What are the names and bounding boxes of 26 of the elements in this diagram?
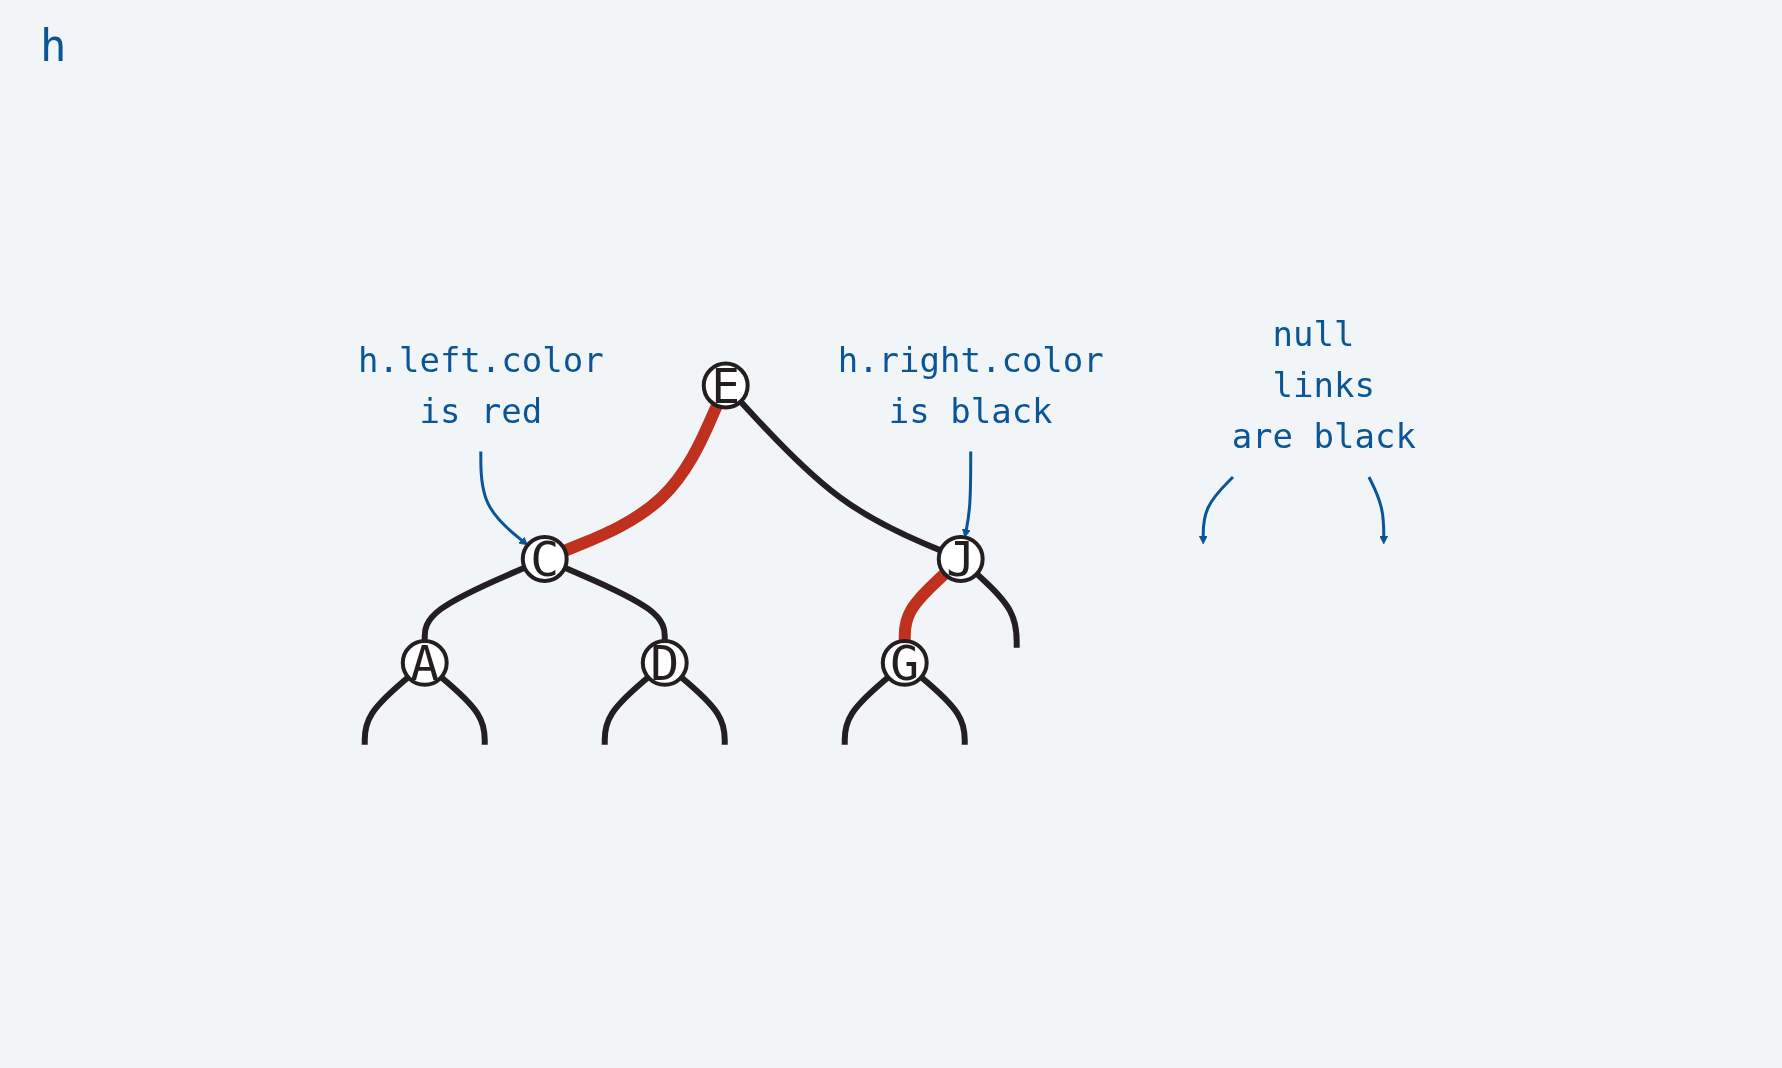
connector bbox=[898, 569, 949, 642]
connector bbox=[974, 571, 1020, 648]
node-text: null links are black bbox=[1231, 313, 1416, 456]
arrow bbox=[962, 451, 973, 538]
arrow bbox=[479, 451, 529, 546]
node-circle: J bbox=[936, 534, 985, 583]
node-circle: G bbox=[880, 638, 929, 687]
connector bbox=[679, 674, 728, 745]
connector bbox=[738, 399, 942, 553]
connector bbox=[439, 674, 488, 745]
node-circle: A bbox=[400, 638, 449, 687]
connector bbox=[601, 674, 651, 745]
connector bbox=[421, 564, 526, 641]
connector bbox=[562, 402, 723, 556]
node-text: h.right.color is black bbox=[837, 339, 1104, 431]
node-circle: C bbox=[520, 534, 569, 583]
node-circle: E bbox=[701, 361, 750, 410]
connector bbox=[841, 674, 891, 745]
pointer-label: h bbox=[40, 20, 67, 71]
connector bbox=[563, 564, 668, 641]
node-text: h.left.color is red bbox=[358, 339, 604, 431]
node-circle: D bbox=[640, 638, 689, 687]
arrow bbox=[1198, 475, 1235, 544]
connector bbox=[361, 674, 411, 745]
connector bbox=[919, 674, 968, 745]
arrow bbox=[1367, 475, 1389, 544]
